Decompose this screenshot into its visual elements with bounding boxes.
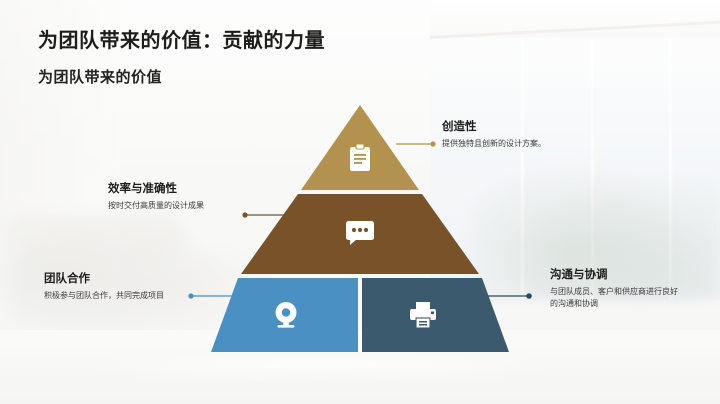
callout-creativity[interactable]: 创造性 提供独特且创新的设计方案。 — [442, 118, 592, 150]
callout-title-efficiency: 效率与准确性 — [108, 183, 177, 195]
callout-title-teamwork: 团队合作 — [44, 273, 90, 285]
connector-dot-teamwork — [188, 293, 194, 299]
clipboard-icon — [347, 143, 373, 178]
camera-icon — [272, 300, 300, 335]
callout-title-creativity: 创造性 — [442, 121, 477, 133]
callout-desc-communication: 与团队成员、客户和供应商进行良好的沟通和协调 — [550, 287, 678, 308]
callout-teamwork[interactable]: 团队合作 积极参与团队合作，共同完成项目 — [44, 270, 172, 302]
slide-subtitle: 为团队带来的价值 — [38, 69, 163, 86]
connector-dot-communication — [526, 293, 532, 299]
callout-communication[interactable]: 沟通与协调 与团队成员、客户和供应商进行良好的沟通和协调 — [550, 266, 682, 310]
callout-efficiency[interactable]: 效率与准确性 按时交付高质量的设计成果 — [108, 180, 228, 212]
slide-title: 为团队带来的价值：贡献的力量 — [38, 30, 325, 52]
callout-desc-creativity: 提供独特且创新的设计方案。 — [442, 139, 546, 148]
callout-desc-efficiency: 按时交付高质量的设计成果 — [108, 201, 204, 210]
callout-title-communication: 沟通与协调 — [550, 269, 608, 281]
connector-dot-efficiency — [242, 212, 248, 218]
printer-icon — [408, 301, 438, 334]
chat-bubble-icon — [345, 220, 375, 251]
connector-dot-creativity — [430, 141, 436, 147]
callout-desc-teamwork: 积极参与团队合作，共同完成项目 — [44, 291, 164, 300]
